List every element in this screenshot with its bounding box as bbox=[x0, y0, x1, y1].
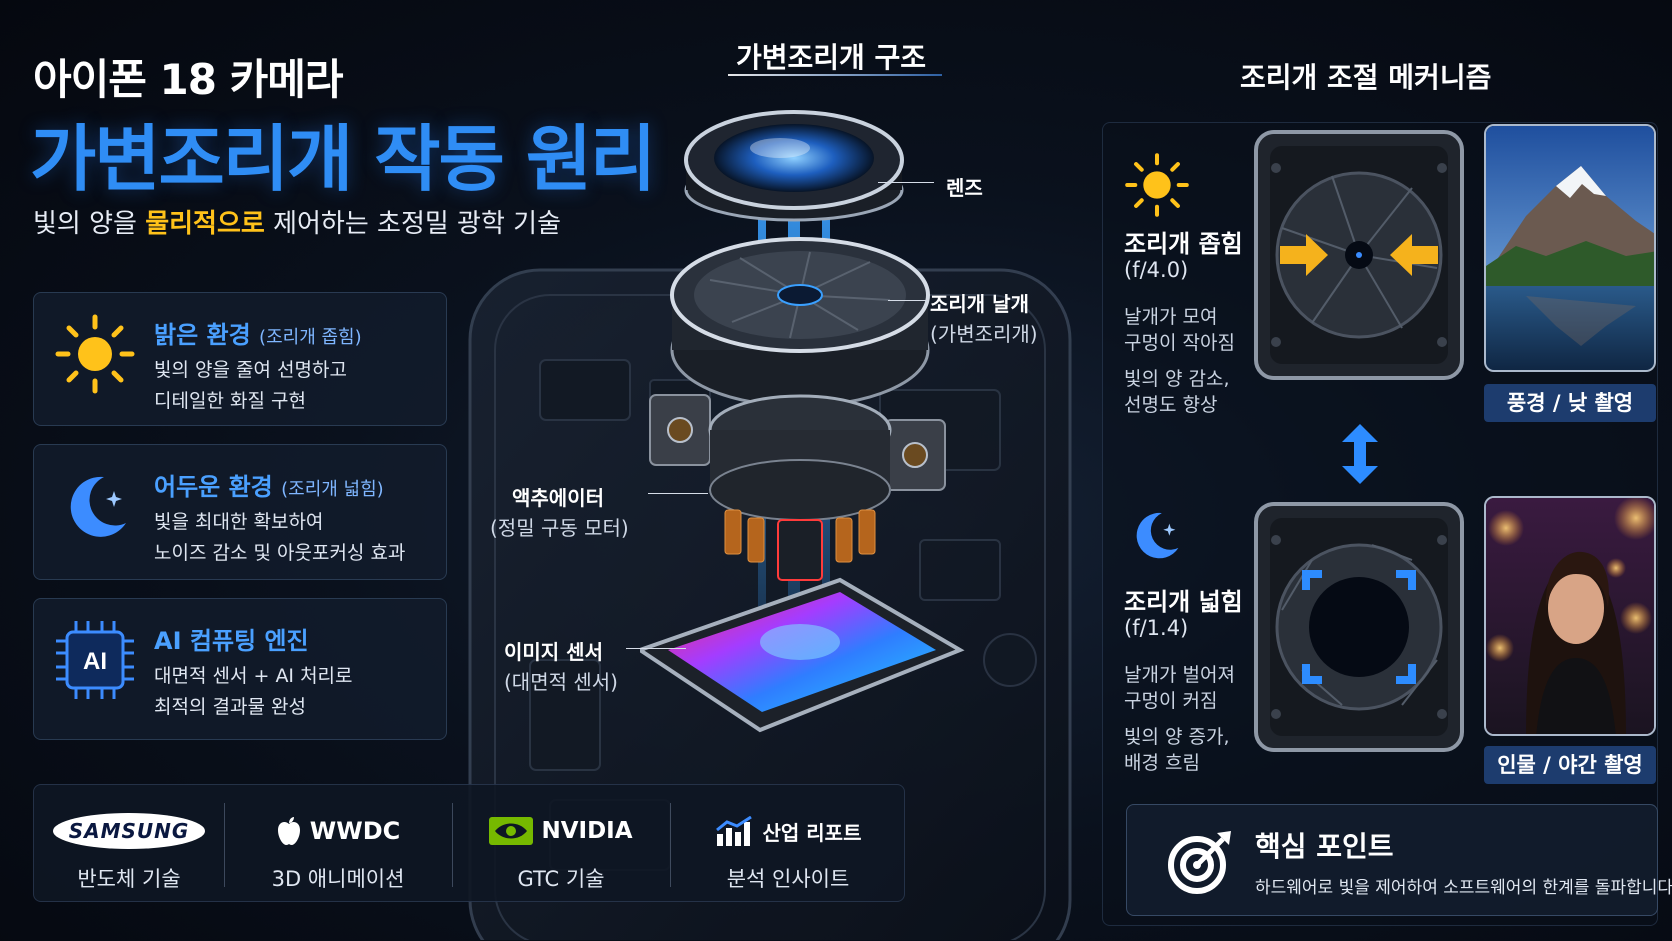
aperture-wide-illustration bbox=[1254, 502, 1464, 752]
blades-leader-line bbox=[888, 300, 926, 301]
page-title: 가변조리개 작동 원리 bbox=[30, 117, 656, 201]
card-line-2: 노이즈 감소 및 아웃포커싱 효과 bbox=[154, 542, 406, 564]
landscape-image bbox=[1486, 126, 1654, 370]
diagram-title: 가변조리개 구조 bbox=[736, 41, 927, 74]
wide-mode-line-4: 배경 흐림 bbox=[1124, 752, 1200, 774]
logo-caption: GTC 기술 bbox=[517, 867, 605, 891]
page-tagline: 빛의 양을 물리적으로 제어하는 초정밀 광학 기술 bbox=[33, 203, 561, 240]
card-title: 밝은 환경 (조리개 좁힘) bbox=[154, 315, 362, 350]
card-line-1: 빛을 최대한 확보하여 bbox=[154, 511, 324, 533]
logo-caption: 분석 인사이트 bbox=[726, 867, 850, 891]
logo-nvidia: NVIDIA GTC 기술 bbox=[452, 785, 670, 903]
logo-industry-report: 산업 리포트 분석 인사이트 bbox=[670, 785, 906, 903]
logo-caption: 반도체 기술 bbox=[77, 867, 181, 891]
tagline-highlight: 물리적으로 bbox=[145, 209, 265, 239]
key-point-box: 핵심 포인트 하드웨어로 빛을 제어하여 소프트웨어의 한계를 돌파합니다 bbox=[1126, 804, 1672, 916]
narrow-mode-line-4: 선명도 향상 bbox=[1124, 394, 1218, 416]
arrow-inward-icon bbox=[1280, 234, 1328, 276]
industry-report-wordmark: 산업 리포트 bbox=[762, 820, 862, 845]
partner-logo-bar: SAMSUNG 반도체 기술 WWDC 3D 애니메이션 NVIDIA GTC … bbox=[33, 784, 905, 902]
sensor-sublabel: (대면적 센서) bbox=[504, 670, 618, 694]
narrow-mode-line-2: 구멍이 작아짐 bbox=[1124, 332, 1235, 354]
industry-report-logo: 산업 리포트 bbox=[670, 811, 906, 851]
key-point-title: 핵심 포인트 bbox=[1255, 830, 1394, 863]
card-title-main: 밝은 환경 bbox=[154, 321, 251, 349]
ai-chip-label: AI bbox=[83, 648, 107, 675]
diagram-title-underline bbox=[728, 74, 942, 76]
nvidia-wordmark: NVIDIA bbox=[541, 818, 633, 844]
sun-icon bbox=[1125, 153, 1189, 217]
wide-mode-line-2: 구멍이 커짐 bbox=[1124, 690, 1218, 712]
ai-chip-icon: AI bbox=[56, 621, 134, 699]
target-icon bbox=[1168, 831, 1231, 894]
actuator-label: 액추에이터 bbox=[512, 486, 604, 510]
apple-icon bbox=[277, 817, 300, 845]
lens-element bbox=[684, 110, 904, 222]
arrow-outward-icon bbox=[1302, 570, 1416, 684]
wide-mode-fstop: (f/1.4) bbox=[1124, 616, 1189, 640]
page-subtitle-top: 아이폰 18 카메라 bbox=[33, 55, 344, 104]
logo-samsung: SAMSUNG 반도체 기술 bbox=[34, 785, 224, 903]
blades-label: 조리개 날개 bbox=[930, 292, 1029, 316]
arrow-inward-icon bbox=[1390, 234, 1438, 276]
wide-mode-title: 조리개 넓힘 bbox=[1124, 588, 1243, 616]
aperture-exploded-diagram bbox=[640, 110, 965, 733]
card-bright-environment: 밝은 환경 (조리개 좁힘) 빛의 양을 줄여 선명하고 디테일한 화질 구현 bbox=[33, 292, 447, 426]
samsung-wordmark: SAMSUNG bbox=[52, 813, 206, 849]
nvidia-logo: NVIDIA bbox=[452, 811, 670, 851]
sun-icon bbox=[55, 314, 135, 394]
narrow-mode-line-3: 빛의 양 감소, bbox=[1124, 368, 1230, 390]
actuator-leader-line bbox=[648, 493, 708, 494]
card-title: AI 컴퓨팅 엔진 bbox=[154, 621, 309, 656]
actuator-element bbox=[649, 394, 946, 581]
portrait-image bbox=[1486, 498, 1654, 734]
moon-icon bbox=[70, 476, 126, 537]
card-title: 어두운 환경 (조리개 넓힘) bbox=[154, 467, 384, 502]
card-line-2: 최적의 결과물 완성 bbox=[154, 696, 306, 718]
card-title-sub: (조리개 좁힘) bbox=[259, 327, 362, 348]
aperture-blades-element bbox=[670, 237, 930, 408]
narrow-mode-line-1: 날개가 모여 bbox=[1124, 306, 1218, 328]
logo-divider bbox=[670, 803, 671, 887]
tagline-post: 제어하는 초정밀 광학 기술 bbox=[264, 209, 562, 239]
aperture-narrow-illustration bbox=[1254, 130, 1464, 380]
card-title-sub: (조리개 넓힘) bbox=[281, 479, 384, 500]
samsung-logo: SAMSUNG bbox=[34, 811, 224, 851]
card-line-1: 빛의 양을 줄여 선명하고 bbox=[154, 359, 347, 381]
blades-sublabel: (가변조리개) bbox=[930, 322, 1038, 346]
narrow-mode-title: 조리개 좁힘 bbox=[1124, 230, 1243, 258]
logo-wwdc: WWDC 3D 애니메이션 bbox=[224, 785, 452, 903]
actuator-sublabel: (정밀 구동 모터) bbox=[490, 516, 629, 540]
logo-divider bbox=[452, 803, 453, 887]
tagline-pre: 빛의 양을 bbox=[33, 209, 146, 239]
card-ai-engine: AI AI 컴퓨팅 엔진 대면적 센서 + AI 처리로 최적의 결과물 완성 bbox=[33, 598, 447, 740]
logo-caption: 3D 애니메이션 bbox=[271, 867, 405, 891]
logo-divider bbox=[224, 803, 225, 887]
wide-mode-line-3: 빛의 양 증가, bbox=[1124, 726, 1230, 748]
lens-leader-line bbox=[878, 182, 934, 183]
narrow-mode-tag: 풍경 / 낮 촬영 bbox=[1484, 384, 1656, 422]
wide-mode-tag: 인물 / 야간 촬영 bbox=[1484, 746, 1656, 784]
lens-label: 렌즈 bbox=[946, 176, 983, 200]
narrow-mode-fstop: (f/4.0) bbox=[1124, 258, 1189, 282]
card-dark-environment: 어두운 환경 (조리개 넓힘) 빛을 최대한 확보하여 노이즈 감소 및 아웃포… bbox=[33, 444, 447, 580]
wwdc-wordmark: WWDC bbox=[309, 817, 401, 845]
key-point-text: 하드웨어로 빛을 제어하여 소프트웨어의 한계를 돌파합니다 bbox=[1255, 878, 1672, 898]
nvidia-eye-icon bbox=[489, 817, 534, 845]
image-sensor-element bbox=[640, 577, 965, 733]
card-line-1: 대면적 센서 + AI 처리로 bbox=[154, 665, 353, 687]
card-title-main: AI 컴퓨팅 엔진 bbox=[154, 627, 309, 655]
wide-mode-line-1: 날개가 벌어져 bbox=[1124, 664, 1235, 686]
sensor-leader-line bbox=[626, 648, 686, 649]
mechanism-title: 조리개 조절 메커니즘 bbox=[1240, 61, 1492, 94]
bar-chart-icon bbox=[715, 816, 752, 846]
sensor-label: 이미지 센서 bbox=[504, 640, 603, 664]
card-line-2: 디테일한 화질 구현 bbox=[154, 390, 306, 412]
moon-icon bbox=[1136, 512, 1179, 559]
landscape-photo bbox=[1484, 124, 1656, 372]
portrait-photo bbox=[1484, 496, 1656, 736]
card-title-main: 어두운 환경 bbox=[154, 473, 273, 501]
double-arrow-icon bbox=[1342, 424, 1378, 484]
wwdc-logo: WWDC bbox=[224, 811, 452, 851]
